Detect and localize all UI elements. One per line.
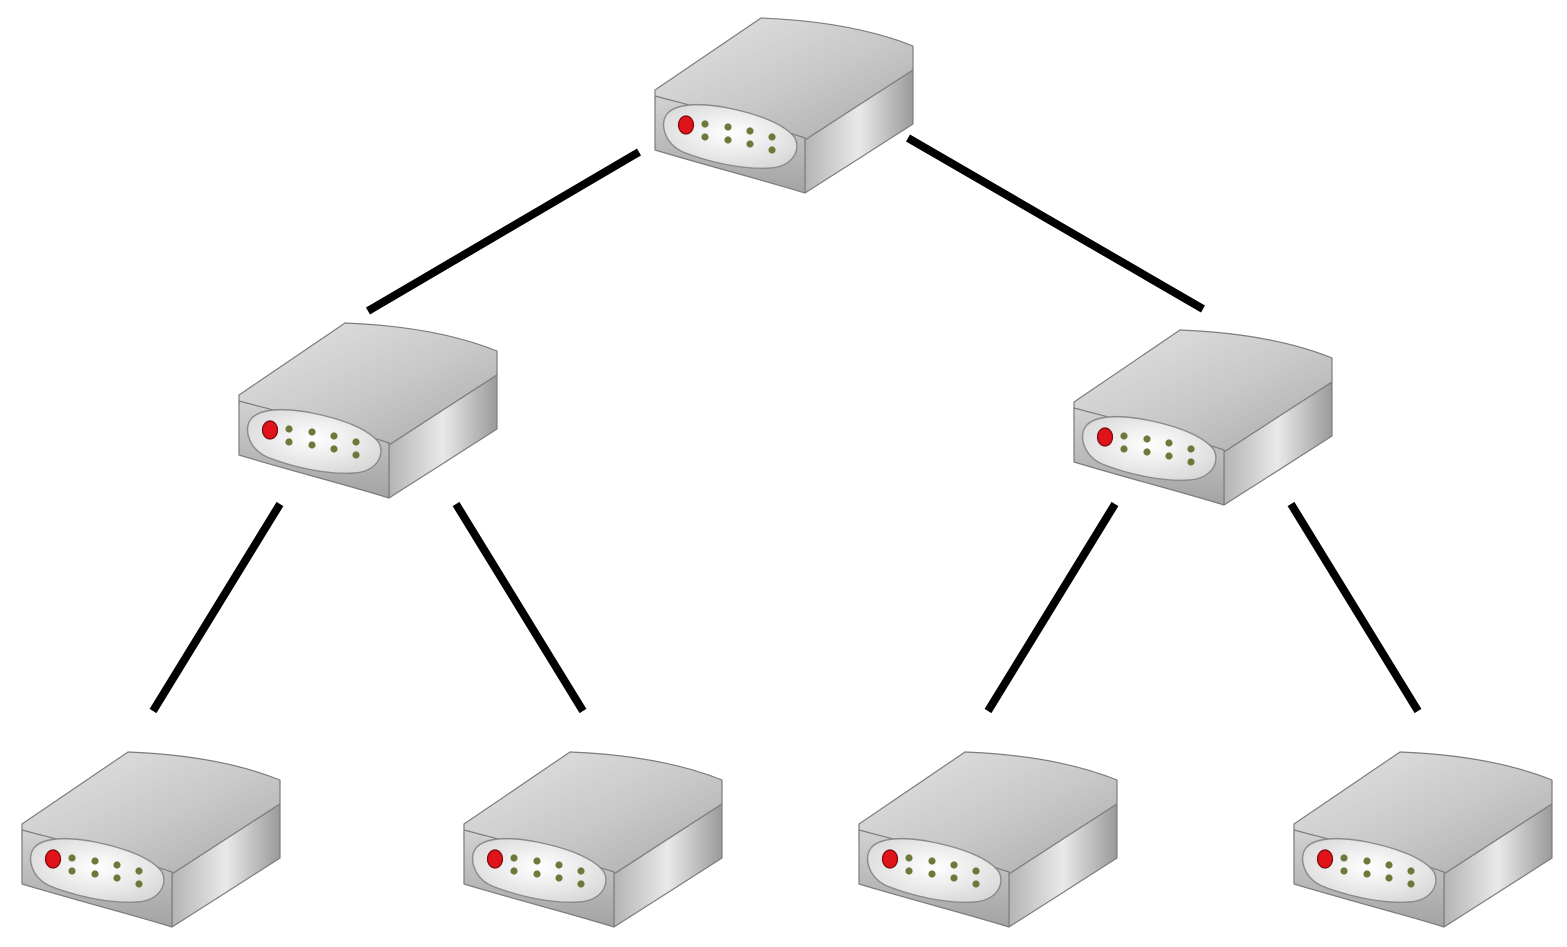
network-switch-icon bbox=[858, 751, 1118, 928]
link-mid-right-to-leaf-3 bbox=[984, 501, 1119, 714]
device-nodes bbox=[21, 17, 1553, 928]
network-switch-icon bbox=[463, 751, 723, 928]
network-switch-icon bbox=[1073, 329, 1333, 506]
link-root-to-mid-right bbox=[905, 134, 1206, 313]
network-switch-icon bbox=[238, 322, 498, 499]
device-leaf-2 bbox=[463, 751, 723, 928]
link-mid-left-to-leaf-2 bbox=[452, 501, 587, 714]
device-mid-left bbox=[238, 322, 498, 499]
link-root-to-mid-left bbox=[365, 148, 642, 315]
network-switch-icon bbox=[21, 751, 281, 928]
link-mid-left-to-leaf-1 bbox=[149, 501, 284, 714]
network-switch-icon bbox=[654, 17, 914, 194]
connection-lines bbox=[149, 134, 1422, 714]
device-leaf-4 bbox=[1293, 751, 1553, 928]
device-leaf-1 bbox=[21, 751, 281, 928]
device-mid-right bbox=[1073, 329, 1333, 506]
network-switch-icon bbox=[1293, 751, 1553, 928]
device-leaf-3 bbox=[858, 751, 1118, 928]
link-mid-right-to-leaf-4 bbox=[1287, 501, 1422, 714]
device-root bbox=[654, 17, 914, 194]
